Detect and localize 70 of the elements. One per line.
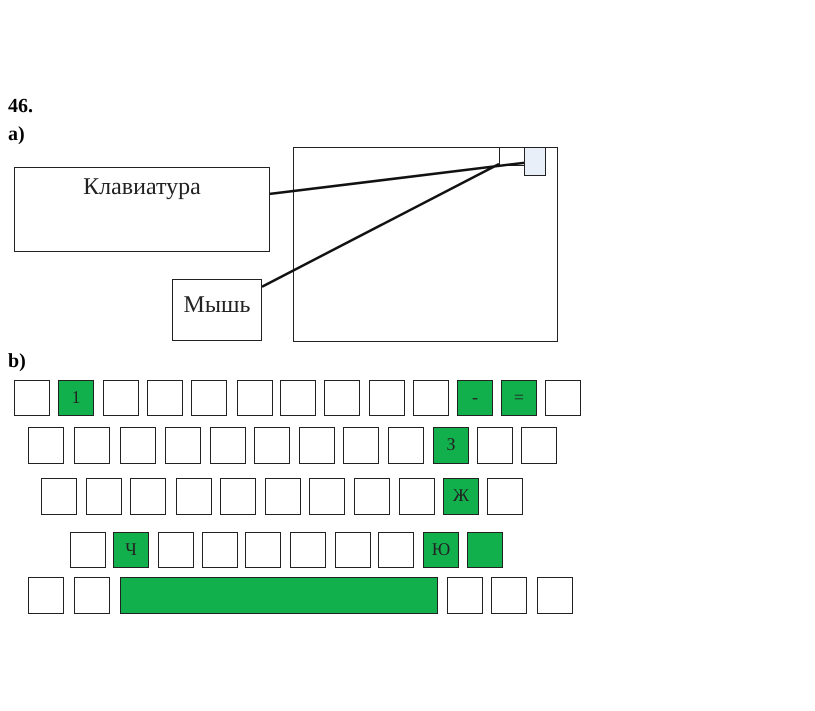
keyboard-key: [423, 532, 459, 568]
keyboard-key: [28, 577, 64, 614]
keyboard-key: [120, 427, 156, 464]
key-label: Ж: [452, 485, 470, 506]
keyboard-key: [14, 380, 50, 416]
keyboard-key: [324, 380, 360, 416]
keyboard-key: [28, 427, 64, 464]
keyboard-key: [41, 478, 77, 515]
cable-line: [261, 162, 500, 288]
keyboard-key: [501, 380, 537, 416]
keyboard-key: [70, 532, 106, 568]
keyboard-key: [113, 532, 149, 568]
device-box: [14, 167, 270, 252]
key-label: Ч: [124, 539, 138, 560]
keyboard-key: [378, 532, 414, 568]
keyboard-key: [467, 532, 503, 568]
keyboard-key: [202, 532, 238, 568]
keyboard-key: [74, 577, 110, 614]
keyboard-key: [176, 478, 212, 515]
keyboard-key: [147, 380, 183, 416]
keyboard-key: [245, 532, 281, 568]
computer-box: [293, 147, 558, 342]
keyboard-key: [290, 532, 326, 568]
keyboard-key: [433, 427, 469, 464]
keyboard-key: [220, 478, 256, 515]
keyboard-key: [130, 478, 166, 515]
key-label: З: [445, 434, 457, 455]
keyboard-key: [521, 427, 557, 464]
keyboard-key: [265, 478, 301, 515]
part-label: a): [8, 123, 25, 146]
task-number: 46.: [8, 95, 33, 118]
device-label: Мышь: [182, 292, 252, 319]
device-box: [172, 279, 262, 341]
keyboard-key: [457, 380, 493, 416]
keyboard-key: [399, 478, 435, 515]
keyboard-key: [280, 380, 316, 416]
port-box: [524, 147, 546, 176]
keyboard-key: [335, 532, 371, 568]
key-label: Ю: [430, 539, 452, 560]
keyboard-key: [388, 427, 424, 464]
key-label: -: [471, 387, 479, 408]
keyboard-key: [299, 427, 335, 464]
part-label: b): [8, 350, 26, 373]
keyboard-key: [491, 577, 527, 614]
keyboard-key: [237, 380, 273, 416]
keyboard-key: [254, 427, 290, 464]
device-label: Клавиатура: [82, 174, 202, 201]
keyboard-key: [309, 478, 345, 515]
keyboard-key: [86, 478, 122, 515]
keyboard-key: [354, 478, 390, 515]
keyboard-key: [74, 427, 110, 464]
keyboard-key: [447, 577, 483, 614]
keyboard-key: [158, 532, 194, 568]
cable-line: [270, 162, 524, 196]
keyboard-key: [210, 427, 246, 464]
key-label: =: [512, 387, 526, 408]
keyboard-key: [545, 380, 581, 416]
keyboard-key: [443, 478, 479, 515]
keyboard-key: [487, 478, 523, 515]
keyboard-key: [120, 577, 438, 614]
keyboard-key: [413, 380, 449, 416]
keyboard-key: [369, 380, 405, 416]
keyboard-key: [537, 577, 573, 614]
keyboard-key: [58, 380, 94, 416]
key-label: 1: [70, 387, 82, 408]
keyboard-key: [191, 380, 227, 416]
keyboard-key: [103, 380, 139, 416]
keyboard-key: [343, 427, 379, 464]
keyboard-key: [477, 427, 513, 464]
keyboard-key: [165, 427, 201, 464]
